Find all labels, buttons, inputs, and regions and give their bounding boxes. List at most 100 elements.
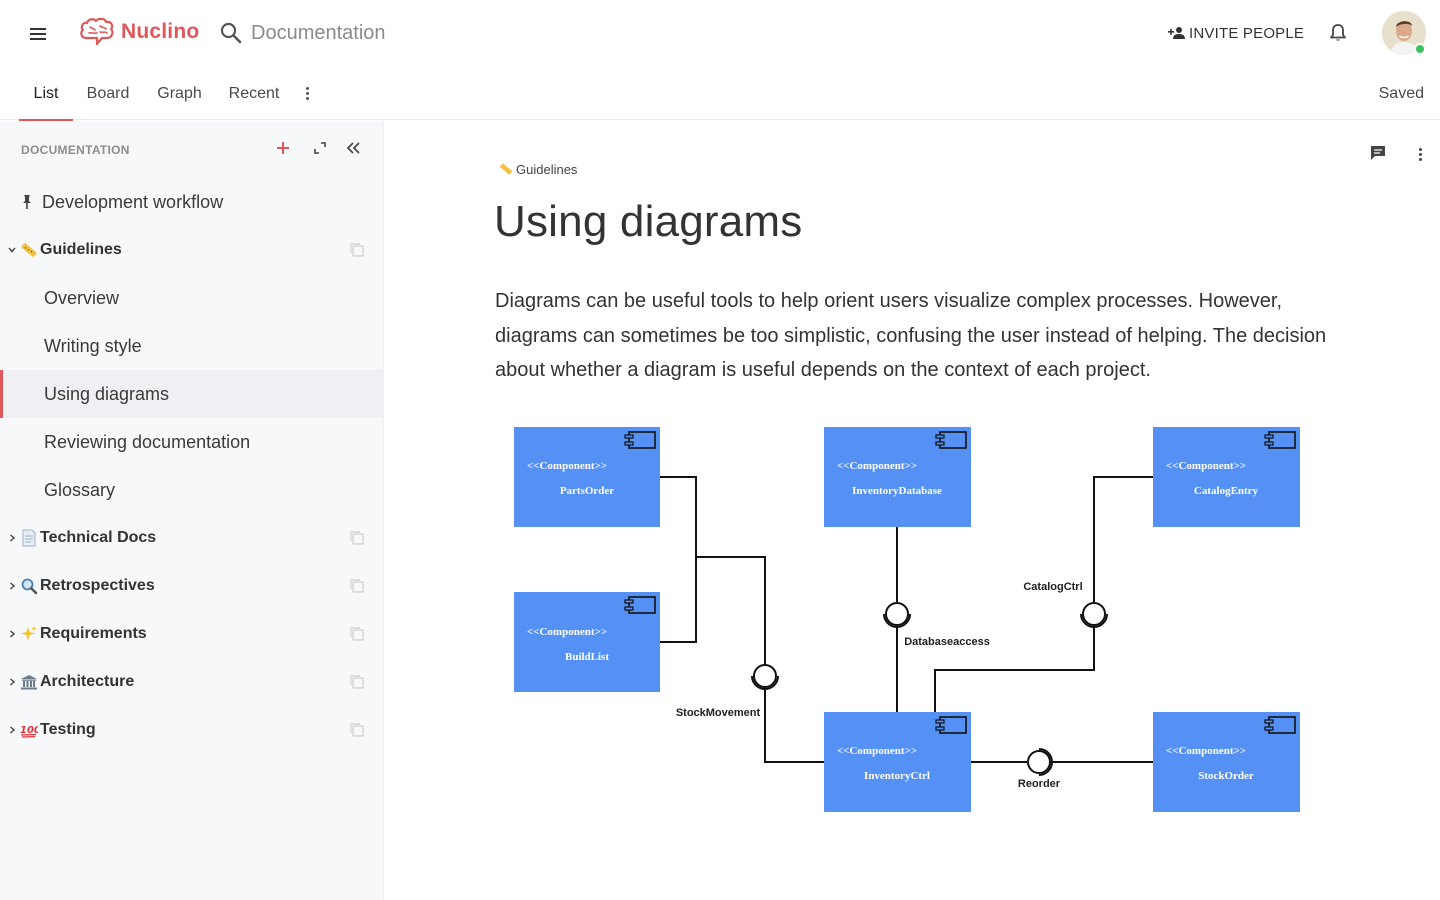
- sidebar-item-reviewing-documentation[interactable]: Reviewing documentation: [0, 418, 383, 466]
- invite-people-button[interactable]: INVITE PEOPLE: [1168, 20, 1304, 46]
- sidebar-item-label: Development workflow: [42, 192, 224, 212]
- copy-icon[interactable]: [350, 627, 364, 641]
- sidebar-item-label: Requirements: [40, 625, 147, 642]
- svg-text:CatalogCtrl: CatalogCtrl: [1023, 581, 1082, 593]
- sidebar-item-guidelines[interactable]: Guidelines: [0, 226, 383, 274]
- sidebar-item-glossary[interactable]: Glossary: [0, 466, 383, 514]
- svg-text:<<Component>>: <<Component>>: [1166, 745, 1246, 757]
- sidebar-item-requirements[interactable]: Requirements: [0, 610, 383, 658]
- tab-list[interactable]: List: [19, 66, 73, 121]
- interface-catalogctrl: [1082, 602, 1106, 626]
- sidebar-item-label: Using diagrams: [44, 384, 170, 404]
- component-diagram[interactable]: <<Component>> PartsOrder <<Component>> I…: [495, 417, 1345, 827]
- breadcrumb[interactable]: Guidelines: [499, 159, 577, 179]
- svg-text:PartsOrder: PartsOrder: [560, 485, 614, 497]
- brain-logo-icon: [80, 17, 114, 46]
- svg-text:<<Component>>: <<Component>>: [837, 745, 917, 757]
- component-catalogentry: <<Component>> CatalogEntry: [1153, 427, 1300, 527]
- svg-text:InventoryCtrl: InventoryCtrl: [864, 770, 930, 782]
- brand-name: Nuclino: [121, 20, 200, 43]
- chevron-right-icon[interactable]: [7, 677, 17, 687]
- tab-graph[interactable]: Graph: [157, 85, 202, 102]
- sidebar-item-overview[interactable]: Overview: [0, 274, 383, 322]
- sidebar-item-testing[interactable]: 100 Testing: [0, 706, 383, 754]
- sidebar-item-using-diagrams[interactable]: Using diagrams: [0, 370, 383, 418]
- svg-text:CatalogEntry: CatalogEntry: [1194, 485, 1259, 497]
- svg-text:<<Component>>: <<Component>>: [527, 626, 607, 638]
- copy-icon[interactable]: [350, 723, 364, 737]
- document-area: Guidelines Using diagrams Diagrams can b…: [385, 121, 1440, 900]
- svg-text:100: 100: [20, 725, 38, 736]
- classical-building-icon: [21, 675, 37, 690]
- sidebar-item-label: Technical Docs: [40, 529, 157, 546]
- sidebar-item-label: Writing style: [44, 336, 142, 356]
- chevron-right-icon[interactable]: [7, 725, 17, 735]
- sidebar-item-label: Overview: [44, 288, 120, 308]
- copy-icon[interactable]: [350, 531, 364, 545]
- component-partsorder: <<Component>> PartsOrder: [514, 427, 660, 527]
- workspace-name: Documentation: [251, 21, 386, 44]
- more-views-icon[interactable]: [300, 84, 316, 102]
- sidebar-item-retrospectives[interactable]: Retrospectives: [0, 562, 383, 610]
- top-bar: Nuclino Documentation INVITE PEOPLE: [0, 0, 1440, 66]
- sidebar-item-label: Reviewing documentation: [44, 432, 251, 452]
- copy-icon[interactable]: [350, 675, 364, 689]
- chevron-right-icon[interactable]: [7, 533, 17, 543]
- save-status: Saved: [1378, 85, 1424, 102]
- notifications-bell-icon[interactable]: [1326, 21, 1350, 45]
- view-tabs: List Board Graph Recent Saved: [0, 66, 1440, 121]
- ruler-icon: [500, 163, 512, 175]
- interface-reorder: [1027, 750, 1051, 774]
- component-buildlist: <<Component>> BuildList: [514, 592, 660, 692]
- page-title[interactable]: Using diagrams: [494, 197, 803, 246]
- svg-text:<<Component>>: <<Component>>: [1166, 460, 1246, 472]
- collapse-sidebar-icon[interactable]: [344, 140, 362, 156]
- breadcrumb-label: Guidelines: [516, 161, 578, 177]
- sidebar-item-label: Architecture: [40, 673, 135, 690]
- sidebar-item-technical-docs[interactable]: Technical Docs: [0, 514, 383, 562]
- svg-text:StockMovement: StockMovement: [676, 707, 761, 719]
- document-options-icon[interactable]: [1415, 144, 1427, 162]
- sidebar-item-development-workflow[interactable]: Development workflow: [0, 178, 383, 226]
- svg-text:Databaseaccess: Databaseaccess: [904, 636, 990, 648]
- tab-recent[interactable]: Recent: [228, 85, 280, 102]
- sidebar-item-label: Guidelines: [40, 241, 122, 258]
- sidebar-item-label: Retrospectives: [40, 577, 155, 594]
- interface-stockmovement: [753, 664, 777, 688]
- add-person-icon: [1168, 27, 1185, 39]
- sidebar-item-writing-style[interactable]: Writing style: [0, 322, 383, 370]
- component-inventoryctrl: <<Component>> InventoryCtrl: [824, 712, 971, 812]
- chevron-right-icon[interactable]: [7, 581, 17, 591]
- menu-icon[interactable]: [26, 24, 50, 42]
- component-stockorder: <<Component>> StockOrder: [1153, 712, 1300, 812]
- comments-icon[interactable]: [1369, 144, 1387, 162]
- chevron-down-icon[interactable]: [7, 245, 17, 255]
- copy-icon[interactable]: [350, 579, 364, 593]
- pin-icon: [23, 195, 31, 209]
- svg-text:<<Component>>: <<Component>>: [527, 460, 607, 472]
- brand-logo[interactable]: Nuclino: [78, 16, 199, 48]
- tab-board[interactable]: Board: [86, 85, 130, 102]
- interface-databaseaccess: [885, 602, 909, 626]
- hundred-points-icon: 100: [20, 725, 38, 738]
- svg-text:BuildList: BuildList: [565, 651, 609, 663]
- svg-text:StockOrder: StockOrder: [1198, 770, 1254, 782]
- search-icon: [220, 22, 242, 44]
- sidebar-item-architecture[interactable]: Architecture: [0, 658, 383, 706]
- svg-text:Reorder: Reorder: [1018, 778, 1061, 790]
- sidebar-item-label: Testing: [40, 721, 96, 738]
- svg-text:InventoryDatabase: InventoryDatabase: [852, 485, 942, 497]
- expand-all-icon[interactable]: [312, 140, 328, 156]
- chevron-right-icon[interactable]: [7, 629, 17, 639]
- ruler-icon: [21, 242, 37, 258]
- workspace-search[interactable]: Documentation: [218, 18, 386, 48]
- sidebar-heading: DOCUMENTATION: [21, 143, 130, 157]
- sparkles-icon: [21, 626, 37, 641]
- online-status-dot: [1414, 43, 1426, 55]
- body-paragraph[interactable]: Diagrams can be useful tools to help ori…: [495, 290, 1327, 381]
- copy-icon[interactable]: [350, 243, 364, 257]
- invite-people-label: INVITE PEOPLE: [1189, 24, 1305, 42]
- sidebar-item-label: Glossary: [44, 480, 116, 500]
- page-icon: [22, 529, 36, 547]
- add-item-icon[interactable]: [272, 137, 294, 159]
